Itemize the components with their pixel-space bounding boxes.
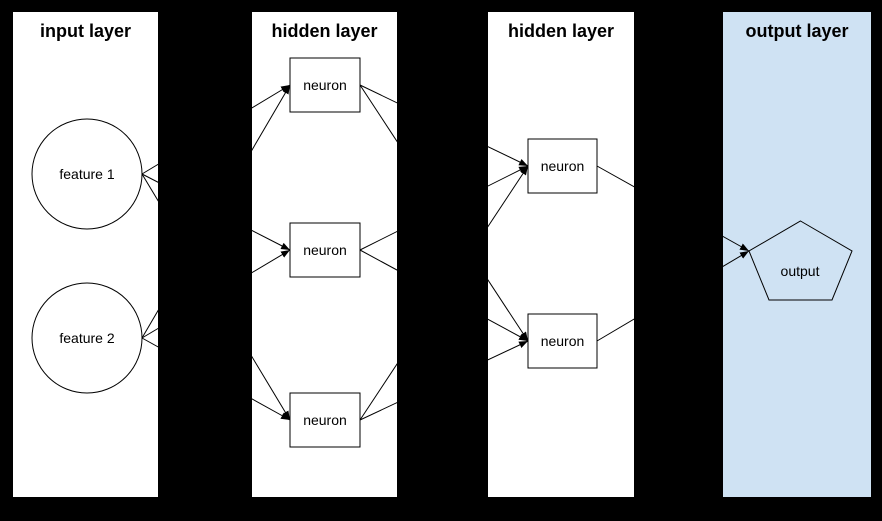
feature-2-node: [31, 282, 143, 394]
output-layer-title: output layer: [745, 21, 848, 41]
panel-gap-masks: [158, 0, 723, 516]
hidden-layer-1-title: hidden layer: [271, 21, 377, 41]
hidden1-neuron-1-node: [289, 57, 361, 113]
hidden1-neuron-3-node: [289, 392, 361, 448]
feature-1-label: feature 1: [59, 166, 114, 182]
output-node: [748, 220, 853, 301]
hidden2-neuron-2-node: [527, 313, 598, 369]
hidden1-neuron-3-label: neuron: [303, 412, 347, 428]
output-label: output: [781, 263, 820, 279]
hidden2-neuron-2-label: neuron: [541, 333, 585, 349]
feature-2-label: feature 2: [59, 330, 114, 346]
hidden-layer-2-title: hidden layer: [508, 21, 614, 41]
panel-gap-mask: [397, 0, 488, 516]
hidden2-neuron-1-node: [527, 138, 598, 194]
hidden1-neuron-1-label: neuron: [303, 77, 347, 93]
hidden2-neuron-1-label: neuron: [541, 158, 585, 174]
input-layer-title: input layer: [40, 21, 131, 41]
hidden-layer-2-panel: [488, 12, 634, 497]
feature-1-node: [31, 118, 143, 230]
panel-gap-mask: [158, 0, 252, 516]
panel-gap-mask: [634, 0, 723, 516]
hidden1-neuron-2-label: neuron: [303, 242, 347, 258]
input-layer-panel: [13, 12, 158, 497]
hidden1-neuron-2-node: [289, 222, 361, 278]
